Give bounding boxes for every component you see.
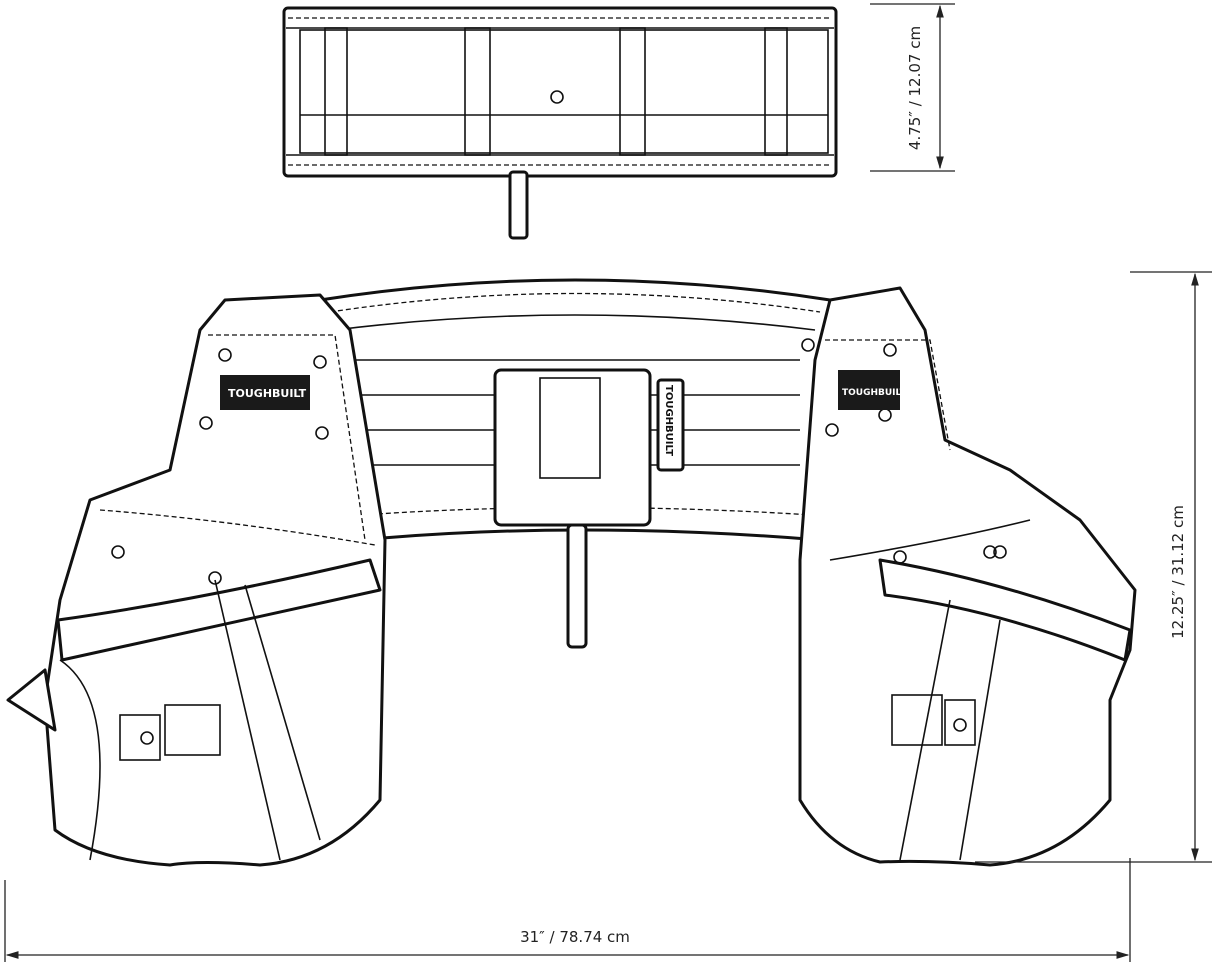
dimension-belt-height: 4.75″ / 12.07 cm [870, 3, 955, 172]
belt-tab-front [566, 523, 588, 649]
left-pouch: TOUGHBUILT [6, 293, 387, 867]
svg-text:TOUGHBUILT: TOUGHBUILT [228, 387, 307, 400]
logo-tag-left [220, 375, 310, 410]
belt-straps [324, 27, 788, 156]
svg-text:31″ / 78.74 cm: 31″ / 78.74 cm [520, 928, 630, 946]
logo-tag-right [838, 370, 900, 410]
belt-tab [508, 170, 529, 240]
svg-text:4.75″ / 12.07 cm: 4.75″ / 12.07 cm [906, 26, 924, 150]
svg-text:TOUGHBUILT: TOUGHBUILT [663, 385, 674, 456]
belt-top-view [282, 6, 838, 240]
svg-text:TOUGHBUILT: TOUGHBUILT [842, 388, 907, 398]
tool-belt-front-view: TOUGHBUILT TOUGHBUILT [6, 278, 1137, 867]
dimension-total-width: 31″ / 78.74 cm [4, 858, 1131, 962]
dimension-total-height: 12.25″ / 31.12 cm [975, 271, 1212, 863]
logo-tag-center [656, 378, 685, 472]
right-pouch: TOUGHBUILT [798, 286, 1137, 867]
svg-text:12.25″ / 31.12 cm: 12.25″ / 31.12 cm [1169, 505, 1187, 639]
rivet-icon [550, 90, 564, 104]
buckle [493, 368, 652, 527]
